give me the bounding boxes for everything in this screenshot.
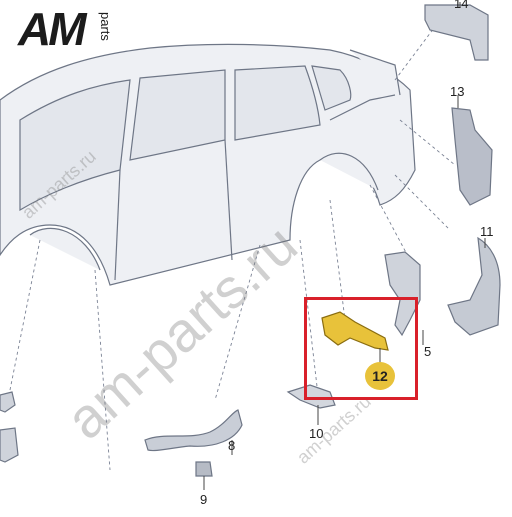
callout-label-9[interactable]: 9 xyxy=(200,492,208,507)
brand-logo: AM xyxy=(18,3,87,55)
leader-lines xyxy=(7,19,456,471)
part-left-bracket xyxy=(0,391,19,463)
callout-label-10[interactable]: 10 xyxy=(309,426,324,441)
part-9-clip xyxy=(195,461,213,477)
part-10-strip xyxy=(286,384,336,409)
part-8-rail xyxy=(144,409,243,452)
part-11-mudflap xyxy=(447,236,501,336)
callout-label-11[interactable]: 11 xyxy=(480,224,494,239)
callout-label-12: 12 xyxy=(372,368,388,384)
part-5-bracket xyxy=(384,251,421,337)
brand-logo-suffix: parts xyxy=(98,12,113,41)
callout-label-13[interactable]: 13 xyxy=(450,84,465,99)
part-14-bracket xyxy=(424,4,489,61)
callout-label-5[interactable]: 5 xyxy=(424,344,432,359)
callout-badge-12[interactable]: 12 xyxy=(365,362,395,390)
callout-label-14[interactable]: 14 xyxy=(454,0,469,11)
car-body xyxy=(0,43,416,286)
callout-leaders xyxy=(422,2,486,345)
part-13-panel xyxy=(451,107,493,206)
part-12-bracket xyxy=(321,311,389,351)
highlight-box xyxy=(304,297,418,400)
callout-label-8[interactable]: 8 xyxy=(228,438,236,453)
